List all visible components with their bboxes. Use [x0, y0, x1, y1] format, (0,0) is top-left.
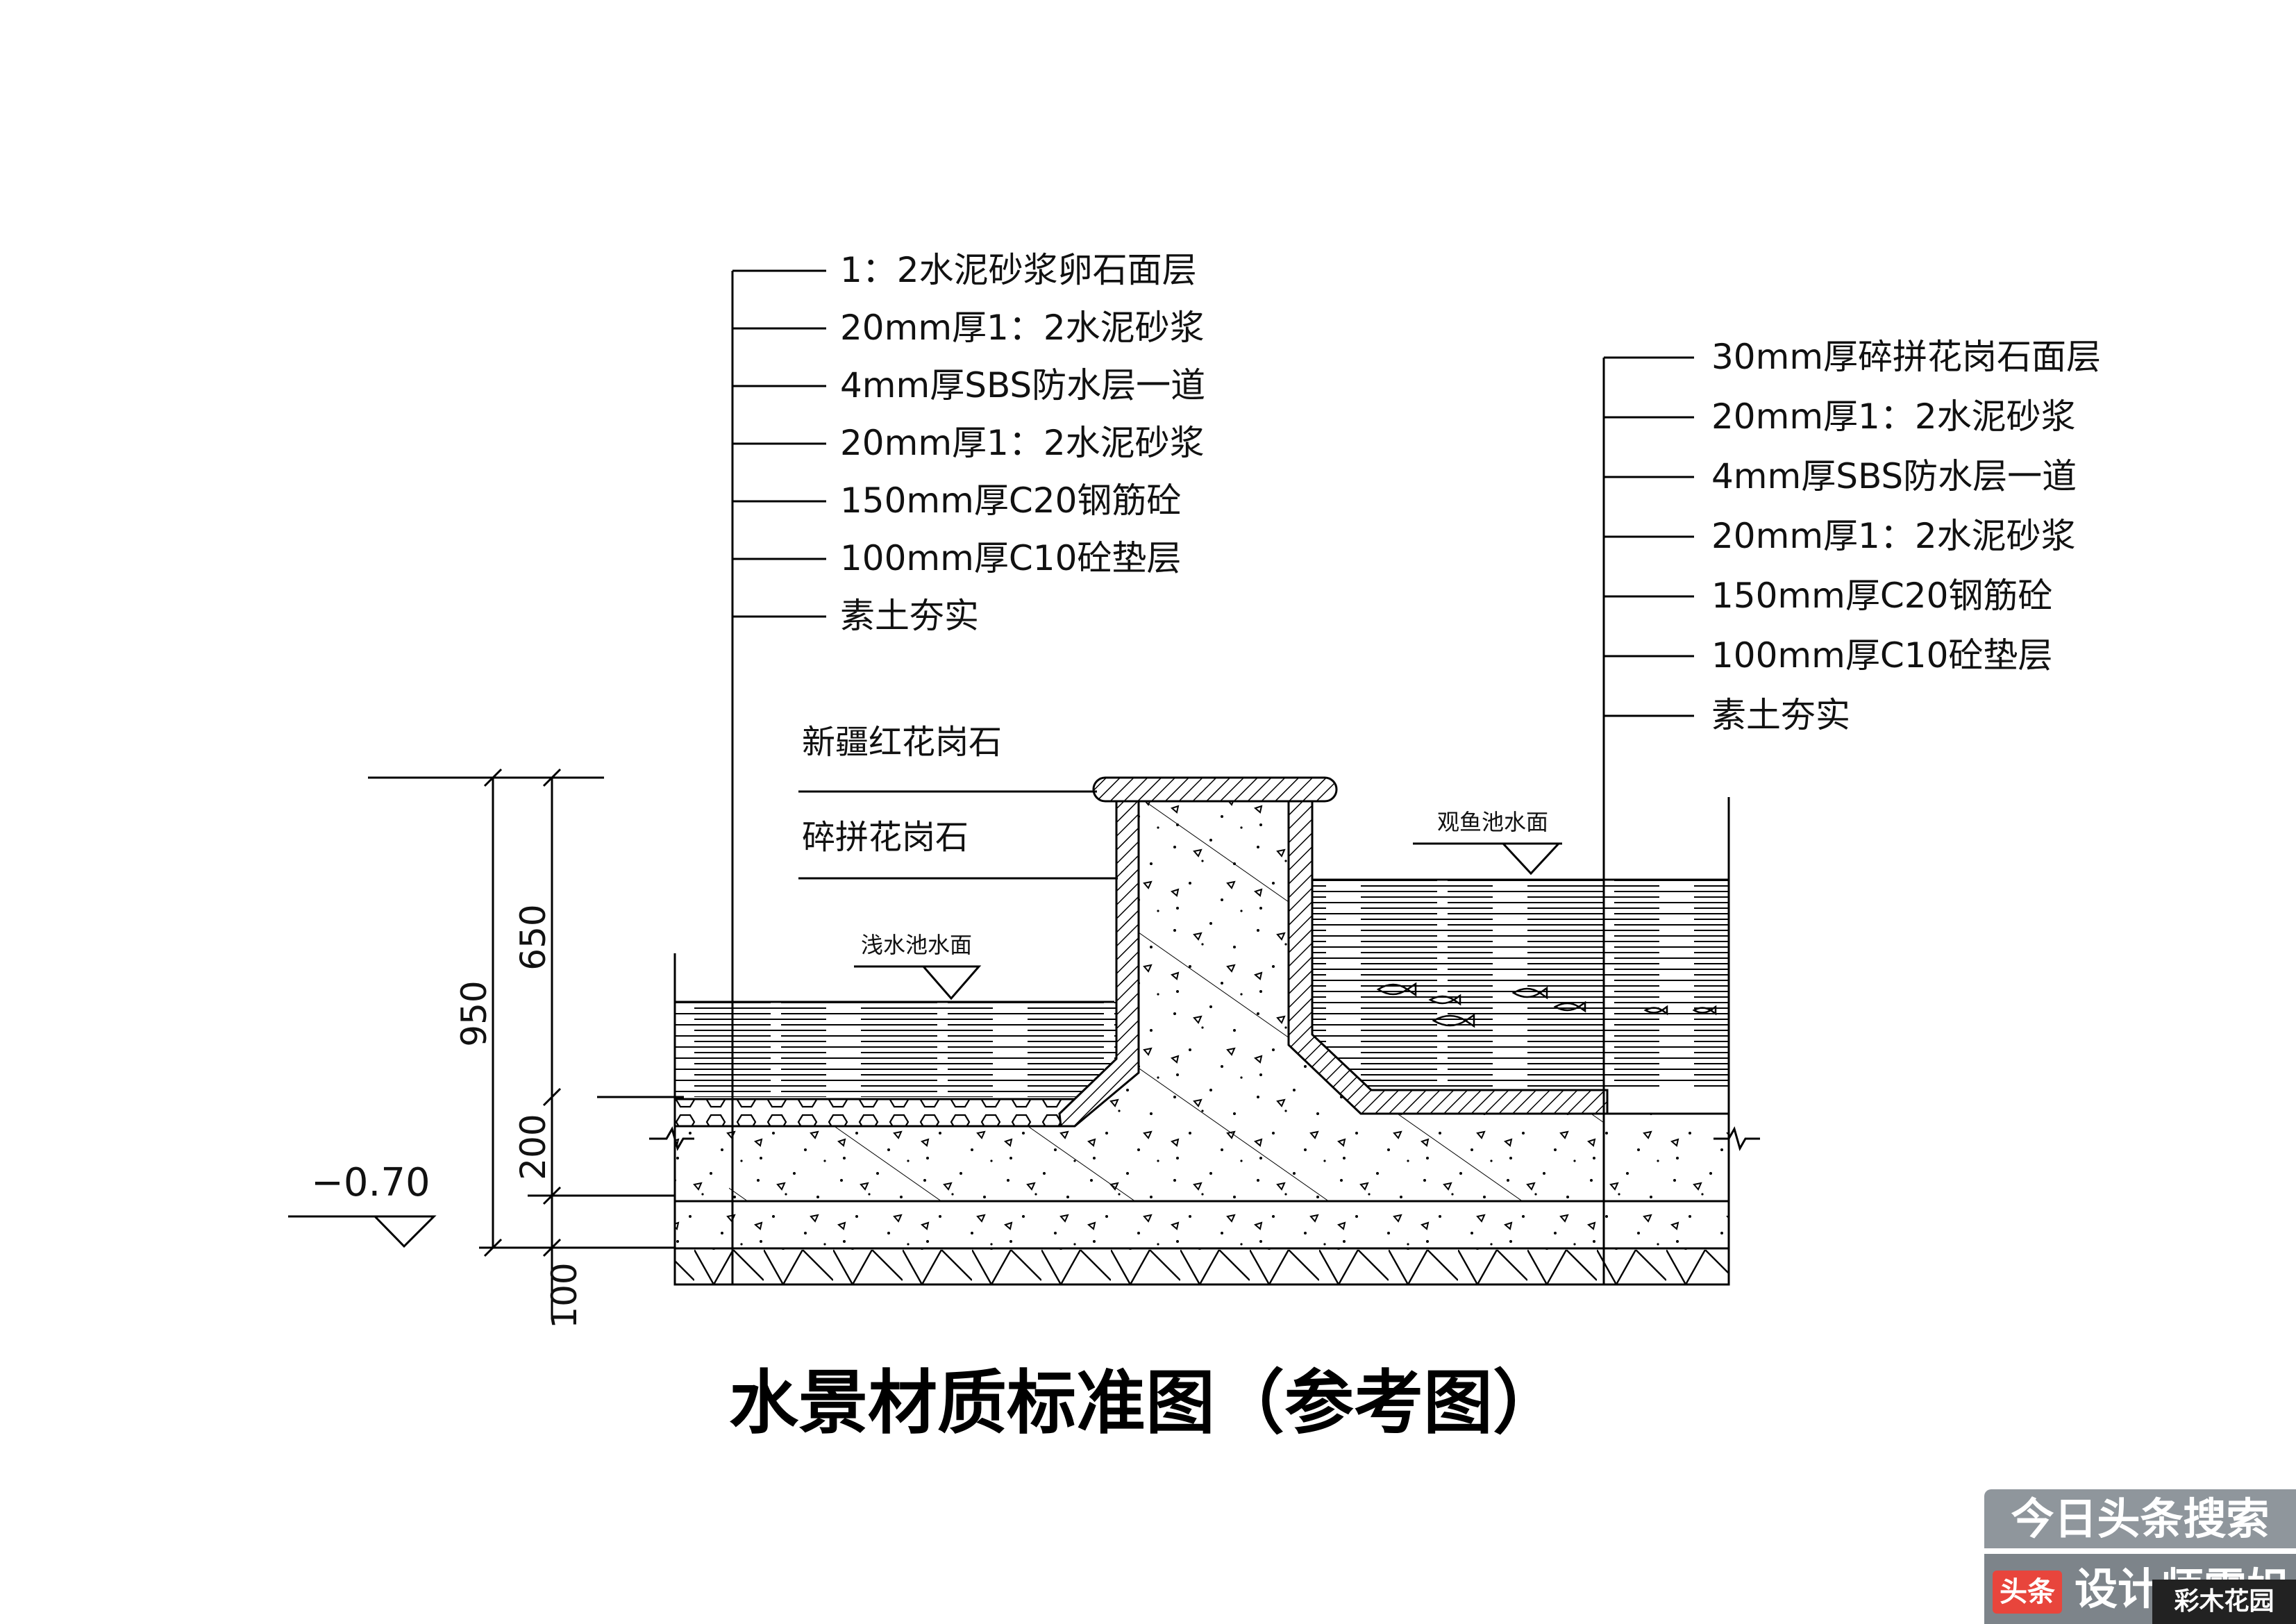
left_callouts-label: 20mm厚1：2水泥砂浆: [840, 308, 1205, 348]
left-callout-labels: 1：2水泥砂浆卵石面层 20mm厚1：2水泥砂浆 4mm厚SBS防水层一道 20mm厚…: [840, 250, 1205, 636]
concrete-stripes: [729, 797, 1604, 1201]
wall-label-coping: 新疆红花岗石: [802, 723, 1002, 762]
right_callouts-label: 150mm厚C20钢筋砼: [1711, 576, 2052, 616]
fish-icon: [1432, 1013, 1475, 1028]
right_callouts-label: 4mm厚SBS防水层一道: [1711, 456, 2077, 496]
right-callout-ticks: [1604, 356, 1694, 717]
fish-pool-water: [1312, 878, 1729, 1089]
break-line-left: [649, 1126, 694, 1151]
right_callouts-label: 20mm厚1：2水泥砂浆: [1711, 516, 2076, 556]
left_callouts-label: 20mm厚1：2水泥砂浆: [840, 423, 1205, 463]
dimension-upper: 650: [513, 904, 553, 970]
left_callouts-label: 素土夯实: [840, 596, 979, 636]
right_callouts-label: 20mm厚1：2水泥砂浆: [1711, 396, 2076, 437]
granite-coping: [1092, 776, 1338, 803]
elevation-label: −0.70: [311, 1160, 430, 1205]
fish-icon: [1376, 982, 1417, 997]
dimension-total: 950: [454, 980, 494, 1046]
fish-group: [1376, 982, 1717, 1028]
dimension-lower: 100: [544, 1262, 585, 1328]
elevation-marker: −0.70: [288, 1160, 437, 1248]
fish-water-level-label: 观鱼池水面: [1437, 809, 1548, 835]
lean-concrete-layer: [673, 1200, 1730, 1250]
right_callouts-label: 100mm厚C10砼垫层: [1711, 635, 2052, 676]
compacted-soil: [673, 1247, 1730, 1286]
fish-icon: [1643, 1005, 1668, 1016]
dimension-middle: 200: [513, 1114, 553, 1180]
left_callouts-label: 150mm厚C20钢筋砼: [840, 480, 1181, 521]
left-callout-ticks: [732, 269, 826, 618]
fish-water-level: 观鱼池水面: [1413, 809, 1562, 876]
shallow-water-level: 浅水池水面: [854, 932, 982, 1001]
pebble-layer: [673, 1098, 1091, 1128]
toutiao-badge: 头条: [1993, 1570, 2062, 1614]
shallow-water-level-label: 浅水池水面: [861, 932, 972, 958]
fish-icon: [1511, 986, 1548, 1000]
drawing-title: 水景材质标准图（参考图）: [729, 1362, 1562, 1443]
right_callouts-label: 30mm厚碎拼花岗石面层: [1711, 337, 2101, 377]
fish-icon: [1428, 994, 1461, 1006]
watermark-logo: 彩木花园: [2152, 1580, 2296, 1624]
fish-icon: [1553, 1001, 1586, 1013]
granite-cladding-left: [1058, 797, 1140, 1128]
dimension-lines: [368, 768, 684, 1319]
watermark-search: 今日头条搜索: [1984, 1489, 2296, 1548]
break-line-right: [1713, 1126, 1760, 1151]
left_callouts-label: 4mm厚SBS防水层一道: [840, 365, 1205, 405]
granite-cladding-right: [1287, 797, 1609, 1115]
left_callouts-label: 1：2水泥砂浆卵石面层: [840, 250, 1197, 290]
fish-icon: [1692, 1005, 1717, 1016]
wall-label-cladding: 碎拼花岗石: [802, 818, 969, 857]
right_callouts-label: 素土夯实: [1711, 695, 1850, 735]
shallow-pool-water: [675, 1000, 1146, 1097]
right-callout-labels: 30mm厚碎拼花岗石面层 20mm厚1：2水泥砂浆 4mm厚SBS防水层一道 20mm…: [1711, 337, 2101, 735]
left_callouts-label: 100mm厚C10砼垫层: [840, 538, 1181, 578]
